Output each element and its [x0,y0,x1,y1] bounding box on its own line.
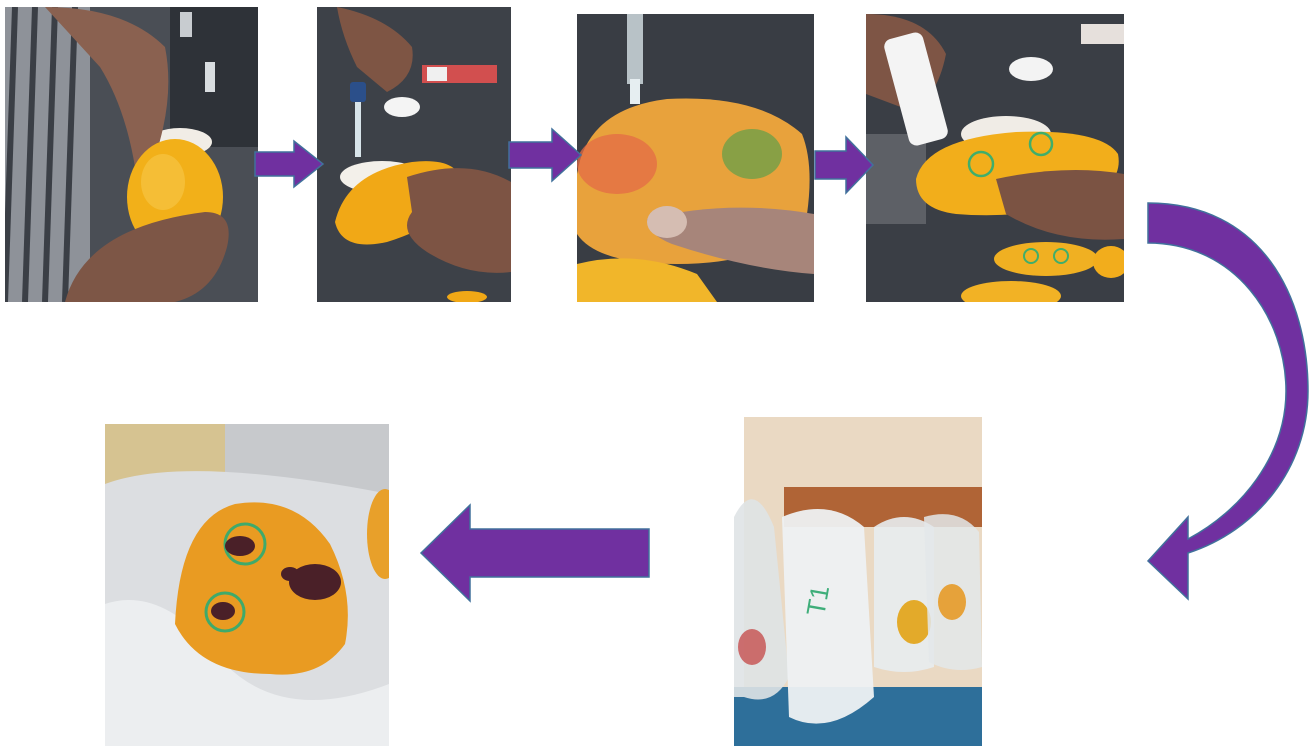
marker-circling-mango-photo-icon [866,14,1124,302]
step-6-photo [105,424,389,746]
arrow-step3-to-step4 [814,136,874,194]
step-5-photo: T1 [734,417,982,746]
svg-text:T1: T1 [800,583,835,618]
arrow-step4-to-step5-curved [1146,201,1310,603]
step-2-photo [317,7,511,302]
step-3-photo [577,14,814,302]
step-4-photo [866,14,1124,302]
step-1-photo [5,7,258,302]
dropper-on-mango-photo-icon [317,7,511,302]
curved-arrow-down-icon [1146,201,1310,603]
arrow-right-icon [254,140,324,188]
arrow-right-icon [508,128,582,182]
arrow-step2-to-step3 [508,128,582,182]
bagged-mangoes-photo-icon: T1 [734,417,982,746]
arrow-left-icon [420,504,650,602]
arrow-right-icon [814,136,874,194]
arrow-step1-to-step2 [254,140,324,188]
lesioned-mango-photo-icon [105,424,389,746]
arrow-step5-to-step6 [420,504,650,602]
mango-hand-photo-icon [5,7,258,302]
dropper-closeup-photo-icon [577,14,814,302]
